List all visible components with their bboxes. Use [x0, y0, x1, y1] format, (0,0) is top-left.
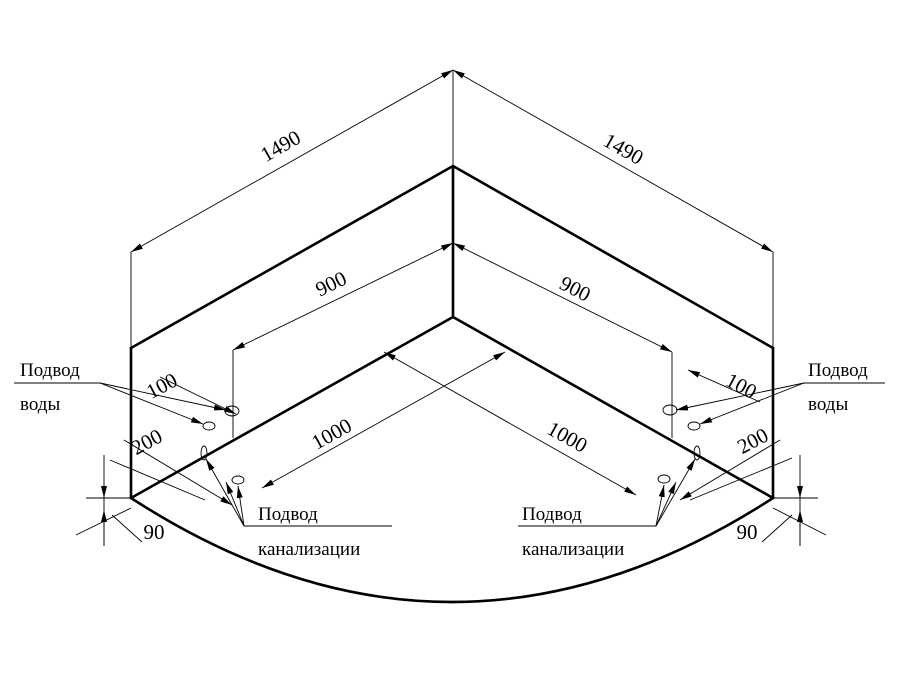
dim-line-100-right [687, 369, 761, 403]
label-drain-right-2: канализации [522, 539, 624, 560]
dim-water-offset-left: 100 [142, 368, 181, 404]
label-drain-right-1: Подвод [522, 504, 582, 525]
dim-outer-left: 1490 [256, 125, 304, 167]
dim-height-left: 90 [144, 520, 165, 544]
label-water-left-1: Подвод [20, 360, 80, 381]
dim-diag-left: 1000 [307, 413, 355, 454]
label-drain-left-2: канализации [258, 539, 360, 560]
dim-water-offset-right: 100 [722, 368, 761, 404]
drain-right-1 [693, 445, 701, 461]
water-outlet-left-bottom [202, 421, 216, 431]
water-outlet-right-bottom [687, 421, 701, 431]
drain-left-2 [231, 475, 245, 485]
dim-drain-offset-right: 200 [733, 423, 772, 459]
dim-line-outer-left [130, 69, 454, 253]
bath-outline [129, 164, 775, 604]
dim-line-outer-right [452, 69, 774, 253]
label-drain-left-1: Подвод [258, 504, 318, 525]
dim-line-inner-right [452, 242, 673, 353]
dim-line-inner-left [232, 242, 454, 351]
label-water-right-2: воды [808, 394, 848, 415]
drain-left-1 [200, 445, 208, 461]
dim-diag-right: 1000 [543, 416, 591, 457]
water-outlet-left-top [224, 405, 240, 417]
dim-line-diag-left [261, 351, 506, 489]
dimension-texts: 1490 1490 900 900 1000 1000 100 100 200 … [127, 125, 772, 544]
dim-line-200-right [679, 439, 781, 501]
label-water-right-1: Подвод [808, 360, 868, 381]
drain-right-2 [657, 474, 671, 484]
water-outlet-right-top [662, 404, 678, 416]
dim-line-200-left [123, 439, 233, 506]
dim-outer-right: 1490 [599, 128, 647, 170]
dim-drain-offset-left: 200 [127, 424, 166, 460]
dim-height-right: 90 [737, 520, 758, 544]
dim-inner-right: 900 [556, 271, 595, 307]
label-water-left-2: воды [20, 394, 60, 415]
front-arc [129, 496, 775, 604]
dim-line-diag-right [383, 351, 637, 496]
callout-labels: Подвод воды Подвод воды Подвод канализац… [20, 360, 868, 560]
leader-lines [14, 382, 885, 527]
